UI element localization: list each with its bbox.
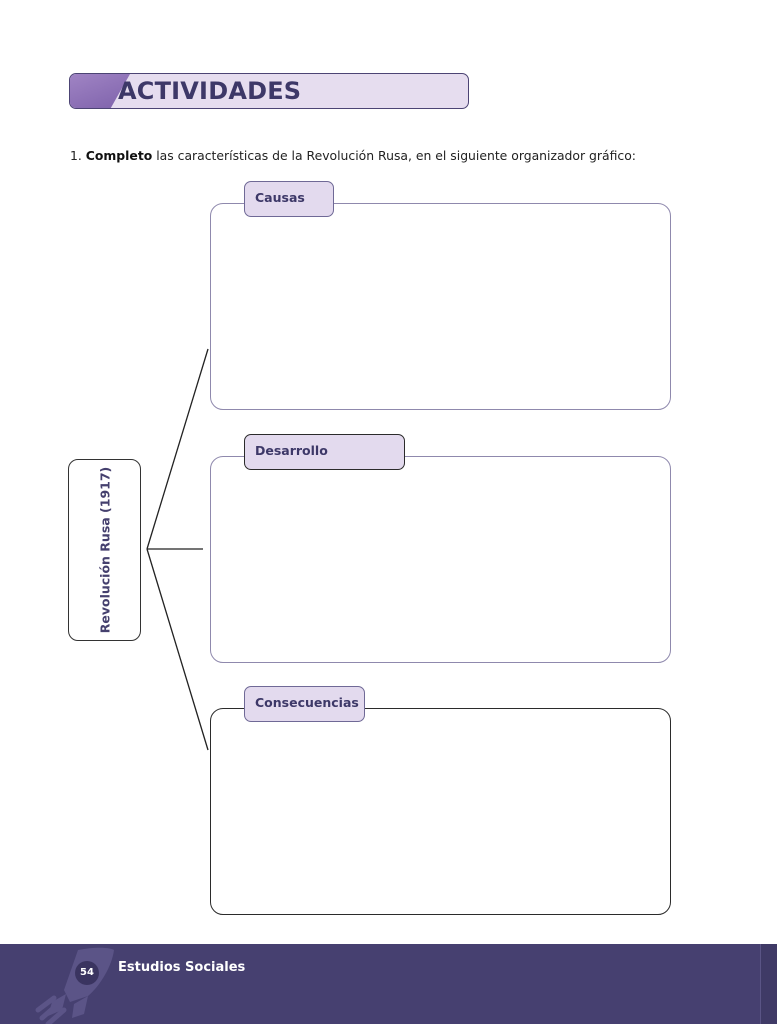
instruction-number: 1. (70, 148, 82, 163)
page-number-badge: 54 (75, 961, 99, 985)
instruction-text: las características de la Revolución Rus… (156, 148, 636, 163)
instruction-verb: Completo (85, 148, 153, 163)
connector-causas (146, 348, 209, 550)
root-concept-box: Revolución Rusa (1917) (68, 459, 141, 641)
panel-causas[interactable] (210, 203, 671, 410)
subject-label: Estudios Sociales (118, 960, 246, 975)
tab-causas: Causas (244, 181, 334, 217)
page-footer: 54 Estudios Sociales (0, 944, 777, 1024)
footer-edge (760, 944, 777, 1024)
page-title: ACTIVIDADES (118, 77, 302, 105)
tab-consecuencias: Consecuencias (244, 686, 365, 722)
instruction: 1. Completo las características de la Re… (70, 148, 636, 163)
section-header: ACTIVIDADES (69, 73, 469, 109)
rocket-icon (35, 947, 114, 1024)
connector-consecuencias (146, 548, 209, 751)
tab-desarrollo: Desarrollo (244, 434, 405, 470)
panel-consecuencias[interactable] (210, 708, 671, 915)
panel-desarrollo[interactable] (210, 456, 671, 663)
root-concept-label: Revolución Rusa (1917) (97, 466, 112, 634)
